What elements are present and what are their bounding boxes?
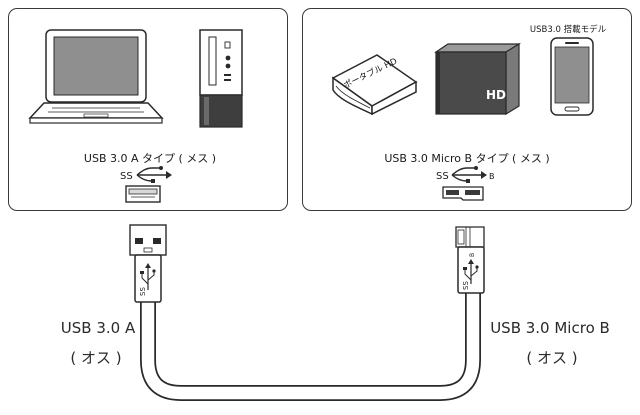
usb-ss-symbol-right-icon	[451, 166, 487, 183]
portable-hdd-icon	[331, 54, 418, 116]
phone-note: USB3.0 搭載モデル	[529, 25, 607, 35]
smartphone-icon	[550, 37, 594, 116]
cable-right-b-mark: B	[469, 253, 476, 257]
micro-b-female-port-icon	[442, 186, 484, 201]
hd-label: HD	[486, 88, 506, 102]
right-ss-mark: SS	[436, 171, 449, 182]
usb-ss-symbol-icon	[136, 166, 172, 183]
right-b-mark: B	[489, 172, 495, 181]
left-ss-mark: SS	[120, 171, 133, 182]
micro-b-male-name: USB 3.0 Micro B	[490, 319, 610, 337]
micro-b-male-gender: ( オス )	[526, 349, 578, 367]
external-hdd-icon	[434, 42, 522, 116]
usb-a-female-caption: USB 3.0 A タイプ ( メス )	[83, 152, 217, 165]
usb-a-male-name: USB 3.0 A	[60, 319, 136, 337]
micro-b-female-caption: USB 3.0 Micro B タイプ ( メス )	[384, 152, 550, 165]
usb-a-female-port-icon	[125, 185, 161, 203]
laptop-icon	[28, 29, 164, 124]
cable-right-ss-mark: SS	[462, 281, 470, 290]
usb-cable-icon	[140, 290, 481, 401]
usb-a-male-gender: ( オス )	[70, 349, 122, 367]
cable-left-ss-mark: SS	[139, 287, 147, 296]
desktop-tower-icon	[199, 29, 243, 128]
usb-a-male-plug-icon	[129, 224, 167, 303]
micro-b-male-plug-icon	[455, 226, 485, 294]
